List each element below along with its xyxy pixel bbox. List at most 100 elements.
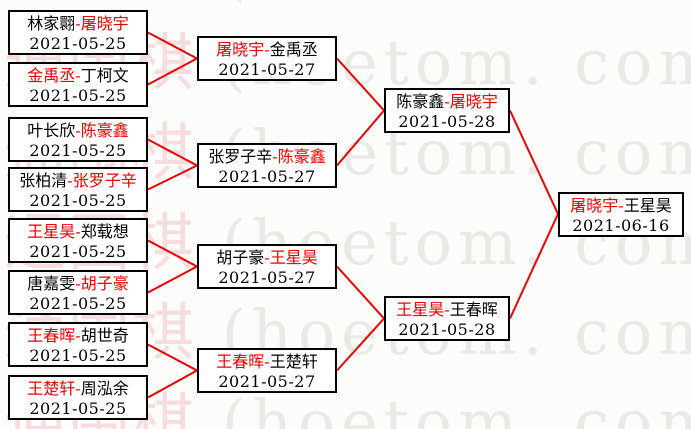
match-players: 叶长欣-陈豪鑫 — [10, 120, 146, 141]
match-box-r1-8: 王楚轩-周泓余 2021-05-25 — [8, 375, 148, 420]
player-separator: - — [75, 121, 81, 140]
player-left: 金禹丞 — [27, 66, 76, 85]
connector-line — [336, 265, 385, 320]
connector-line — [147, 369, 198, 399]
match-players: 王春晖-王楚轩 — [199, 351, 335, 372]
match-date: 2021-05-28 — [398, 112, 496, 131]
player-separator: - — [67, 171, 73, 190]
player-right: 丁柯文 — [80, 66, 129, 85]
player-right: 陈豪鑫 — [277, 147, 326, 166]
player-separator: - — [264, 352, 270, 371]
match-date: 2021-05-27 — [218, 268, 316, 287]
player-left: 陈豪鑫 — [396, 92, 445, 111]
match-box-r1-2: 金禹丞-丁柯文 2021-05-25 — [8, 62, 148, 107]
player-right: 郑载想 — [80, 222, 129, 241]
player-left: 屠晓宇 — [216, 40, 265, 59]
player-separator: - — [75, 274, 81, 293]
match-players: 张柏清-张罗子辛 — [10, 170, 146, 191]
connector-line — [336, 57, 385, 112]
player-right: 王春晖 — [449, 300, 498, 319]
match-date: 2021-05-25 — [29, 346, 127, 365]
match-box-final: 屠晓宇-王星昊 2021-06-16 — [558, 192, 684, 237]
match-players: 陈豪鑫-屠晓宇 — [386, 91, 508, 112]
player-left: 王春晖 — [216, 352, 265, 371]
watermark-cjk-text: 弘通围棋 — [0, 0, 196, 9]
watermark-row: 弘通围棋 (hoetom. com) 弘通围棋 (hoetom. com) — [0, 0, 691, 4]
player-right: 金禹丞 — [269, 40, 318, 59]
connector-line — [147, 239, 198, 268]
connector-line — [336, 317, 385, 372]
match-date: 2021-05-25 — [29, 294, 127, 313]
player-separator: - — [75, 66, 81, 85]
match-box-r1-4: 张柏清-张罗子辛 2021-05-25 — [8, 167, 148, 212]
connector-line — [147, 164, 198, 191]
connector-line — [336, 109, 385, 167]
match-box-r1-3: 叶长欣-陈豪鑫 2021-05-25 — [8, 117, 148, 162]
match-date: 2021-05-25 — [29, 141, 127, 160]
player-separator: - — [75, 222, 81, 241]
match-players: 张罗子辛-陈豪鑫 — [199, 146, 335, 167]
player-right: 屠晓宇 — [449, 92, 498, 111]
player-left: 屠晓宇 — [570, 196, 619, 215]
player-left: 张柏清 — [19, 171, 68, 190]
player-left: 唐嘉雯 — [27, 274, 76, 293]
connector-line — [147, 31, 198, 60]
player-right: 王星昊 — [623, 196, 672, 215]
match-players: 林家翾-屠晓宇 — [10, 13, 146, 34]
match-date: 2021-05-25 — [29, 399, 127, 418]
match-players: 王星昊-郑载想 — [10, 221, 146, 242]
player-left: 王星昊 — [27, 222, 76, 241]
player-separator: - — [272, 147, 278, 166]
match-box-r2-4: 王春晖-王楚轩 2021-05-27 — [197, 348, 337, 393]
match-date: 2021-05-27 — [218, 372, 316, 391]
match-date: 2021-05-28 — [398, 320, 496, 339]
match-box-r2-2: 张罗子辛-陈豪鑫 2021-05-27 — [197, 143, 337, 188]
match-date: 2021-05-25 — [29, 34, 127, 53]
match-box-r3-2: 王星昊-王春晖 2021-05-28 — [384, 296, 510, 341]
match-box-r1-1: 林家翾-屠晓宇 2021-05-25 — [8, 10, 148, 55]
match-date: 2021-05-25 — [29, 191, 127, 210]
match-players: 王春晖-胡世奇 — [10, 325, 146, 346]
player-left: 王春晖 — [27, 326, 76, 345]
match-date: 2021-05-27 — [218, 60, 316, 79]
connector-line — [509, 110, 559, 215]
player-right: 周泓余 — [80, 379, 129, 398]
player-separator: - — [444, 300, 450, 319]
player-separator: - — [75, 326, 81, 345]
watermark-latin-text: (hoetom. com) — [221, 386, 691, 429]
match-box-r2-3: 胡子豪-王星昊 2021-05-27 — [197, 244, 337, 289]
match-date: 2021-05-25 — [29, 242, 127, 261]
connector-line — [147, 343, 198, 372]
match-players: 胡子豪-王星昊 — [199, 247, 335, 268]
player-separator: - — [618, 196, 624, 215]
match-players: 屠晓宇-王星昊 — [560, 195, 682, 216]
connector-line — [147, 138, 198, 167]
player-separator: - — [264, 40, 270, 59]
player-right: 陈豪鑫 — [80, 121, 129, 140]
player-left: 张罗子辛 — [208, 147, 273, 166]
match-date: 2021-05-25 — [29, 86, 127, 105]
match-box-r1-5: 王星昊-郑载想 2021-05-25 — [8, 218, 148, 263]
match-players: 王楚轩-周泓余 — [10, 378, 146, 399]
match-players: 唐嘉雯-胡子豪 — [10, 273, 146, 294]
match-date: 2021-06-16 — [572, 216, 670, 235]
match-box-r1-7: 王春晖-胡世奇 2021-05-25 — [8, 322, 148, 367]
player-separator: - — [75, 14, 81, 33]
player-right: 张罗子辛 — [72, 171, 137, 190]
player-left: 王楚轩 — [27, 379, 76, 398]
player-left: 叶长欣 — [27, 121, 76, 140]
watermark-latin-text: (hoetom. com) — [196, 0, 691, 9]
connector-line — [509, 213, 559, 319]
connector-line — [147, 265, 198, 294]
player-left: 林家翾 — [27, 14, 76, 33]
player-right: 胡世奇 — [80, 326, 129, 345]
match-date: 2021-05-27 — [218, 167, 316, 186]
player-right: 屠晓宇 — [80, 14, 129, 33]
player-separator: - — [264, 248, 270, 267]
player-right: 王星昊 — [269, 248, 318, 267]
match-players: 金禹丞-丁柯文 — [10, 65, 146, 86]
player-separator: - — [444, 92, 450, 111]
player-left: 胡子豪 — [216, 248, 265, 267]
player-right: 胡子豪 — [80, 274, 129, 293]
